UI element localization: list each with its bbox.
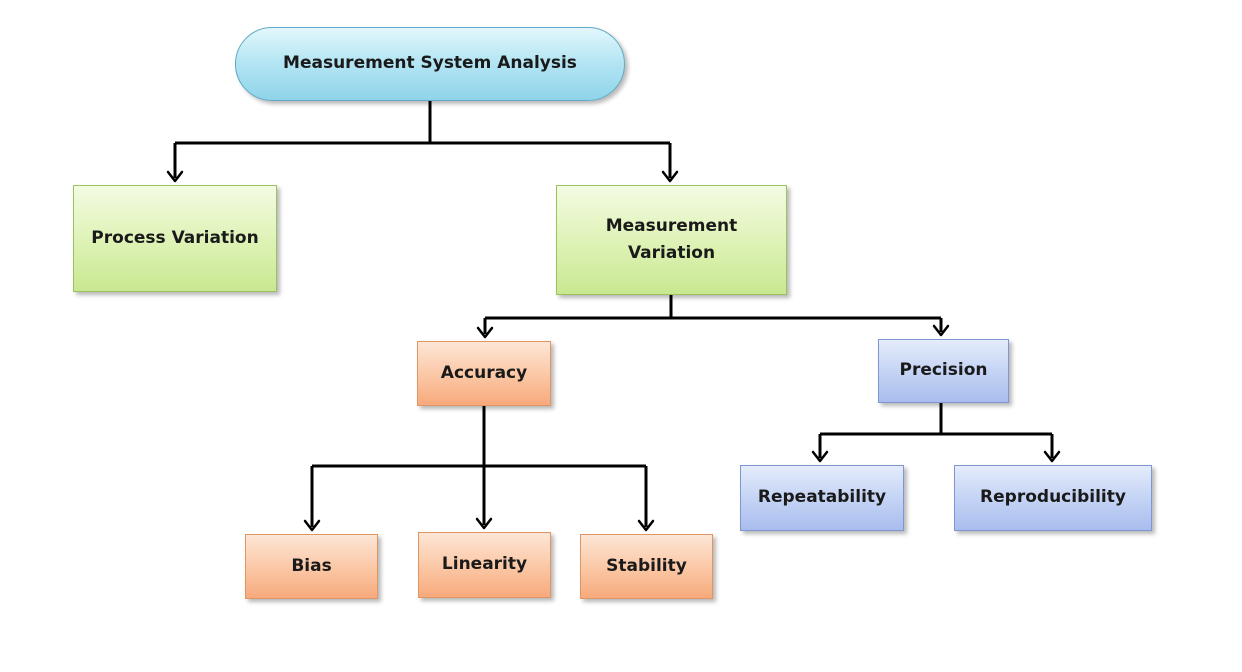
root-node-measurement-system-analysis: Measurement System Analysis	[235, 27, 625, 101]
node-accuracy: Accuracy	[417, 341, 551, 406]
node-bias: Bias	[245, 534, 378, 599]
arrowhead-bias	[303, 519, 321, 532]
node-repeatability: Repeatability	[740, 465, 904, 531]
arrowhead-stability	[637, 519, 655, 532]
arrowhead-precision	[932, 324, 950, 337]
reproducibility-label: Reproducibility	[980, 487, 1126, 508]
node-precision: Precision	[878, 339, 1009, 403]
arrowhead-accuracy	[476, 326, 494, 339]
node-linearity: Linearity	[418, 532, 551, 598]
arrowhead-repeatability	[811, 450, 829, 463]
repeatability-label: Repeatability	[757, 487, 887, 508]
node-reproducibility: Reproducibility	[954, 465, 1152, 531]
bias-label: Bias	[291, 555, 332, 576]
process-variation-label: Process Variation	[91, 227, 259, 248]
measurement-variation-label-line2: Variation	[627, 243, 716, 263]
root-node-label: Measurement System Analysis	[283, 53, 577, 74]
measurement-variation-label-line1: Measurement	[605, 215, 738, 236]
precision-label: Precision	[899, 360, 988, 381]
linearity-label: Linearity	[441, 554, 528, 575]
arrowhead-process-variation	[166, 170, 184, 183]
stability-label: Stability	[606, 555, 687, 576]
arrowhead-reproducibility	[1043, 450, 1061, 463]
node-process-variation: Process Variation	[73, 185, 277, 292]
node-measurement-variation: Measurement Variation	[556, 185, 787, 295]
arrowhead-linearity	[475, 517, 493, 530]
arrowhead-measurement-variation	[661, 170, 679, 183]
node-stability: Stability	[580, 534, 713, 599]
accuracy-label: Accuracy	[440, 362, 528, 383]
